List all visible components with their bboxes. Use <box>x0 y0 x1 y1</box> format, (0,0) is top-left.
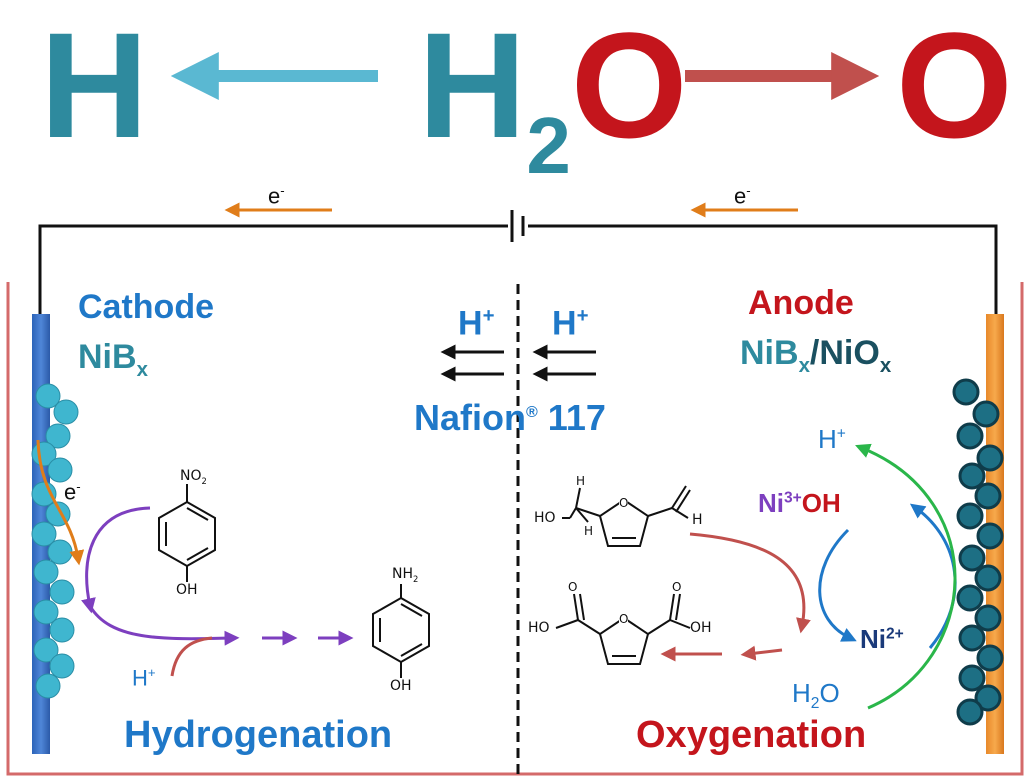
hmf-h1: H <box>576 474 586 488</box>
anode-hmf-arrow <box>689 532 811 634</box>
molecule-nitrophenol <box>158 484 216 582</box>
proton-arrows <box>440 344 596 382</box>
water-h: H <box>418 1 527 169</box>
cathode-material: NiBx <box>78 338 148 381</box>
circuit-electron-left: e- <box>268 183 285 209</box>
fdca-o-left: O <box>568 580 578 594</box>
cathode-electron-path <box>36 439 85 566</box>
header-hydrogen: H <box>40 1 149 169</box>
external-circuit <box>38 210 998 318</box>
hmf-ring-o: O <box>619 496 629 510</box>
cathode-proton: H+ <box>132 665 156 691</box>
hmf-ho: HO <box>534 510 556 526</box>
cathode-proton-arrow <box>170 636 213 677</box>
anode-process: Oxygenation <box>636 714 867 756</box>
anode-water: H2O <box>792 678 840 713</box>
fdca-oh: OH <box>690 620 712 636</box>
cathode-process: Hydrogenation <box>124 714 393 756</box>
anode-ni3-oh: Ni3+OH <box>758 488 841 518</box>
anode-ni2: Ni2+ <box>860 624 904 654</box>
water-subscript: 2 <box>526 101 571 190</box>
anode-water-arrow <box>855 443 957 710</box>
cathode-main-arrow <box>88 605 240 646</box>
cell-tank <box>6 282 1024 776</box>
membrane-proton-left: H+ <box>458 304 495 343</box>
fdca-o-right: O <box>672 580 682 594</box>
nitrophenol-oh: OH <box>176 582 198 598</box>
water-o: O <box>570 1 688 169</box>
circuit-electron-right: e- <box>734 183 751 209</box>
fdca-ho: HO <box>528 620 550 636</box>
aminophenol-nh2: NH2 <box>392 566 419 584</box>
membrane-proton-right: H+ <box>552 304 589 343</box>
cathode-electron: e- <box>64 479 81 505</box>
molecule-aminophenol <box>372 584 430 678</box>
fdca-ring-o: O <box>619 612 629 626</box>
molecule-hmf <box>562 485 691 547</box>
anode-ni-cycle-up <box>909 503 957 649</box>
aminophenol-oh: OH <box>390 678 412 694</box>
header-water: H2O <box>418 10 688 186</box>
anode-proton: H+ <box>818 424 846 454</box>
molecule-fdca <box>555 593 691 665</box>
cathode-substrate-arrow <box>81 506 151 614</box>
cathode-title: Cathode <box>78 288 214 326</box>
anode-ni-cycle-down <box>818 528 857 642</box>
anode-title: Anode <box>748 284 854 322</box>
anode-material: NiBx/NiOx <box>740 334 892 377</box>
anode-catalyst <box>952 378 1004 726</box>
membrane-name: Nafion® 117 <box>414 397 606 438</box>
hmf-h3: H <box>692 512 703 528</box>
nitrophenol-no2: NO2 <box>180 468 207 486</box>
cathode-catalyst <box>31 383 79 699</box>
header-oxygen: O <box>896 1 1013 169</box>
hmf-h2: H <box>584 524 594 538</box>
anode-product-dash <box>740 645 783 661</box>
